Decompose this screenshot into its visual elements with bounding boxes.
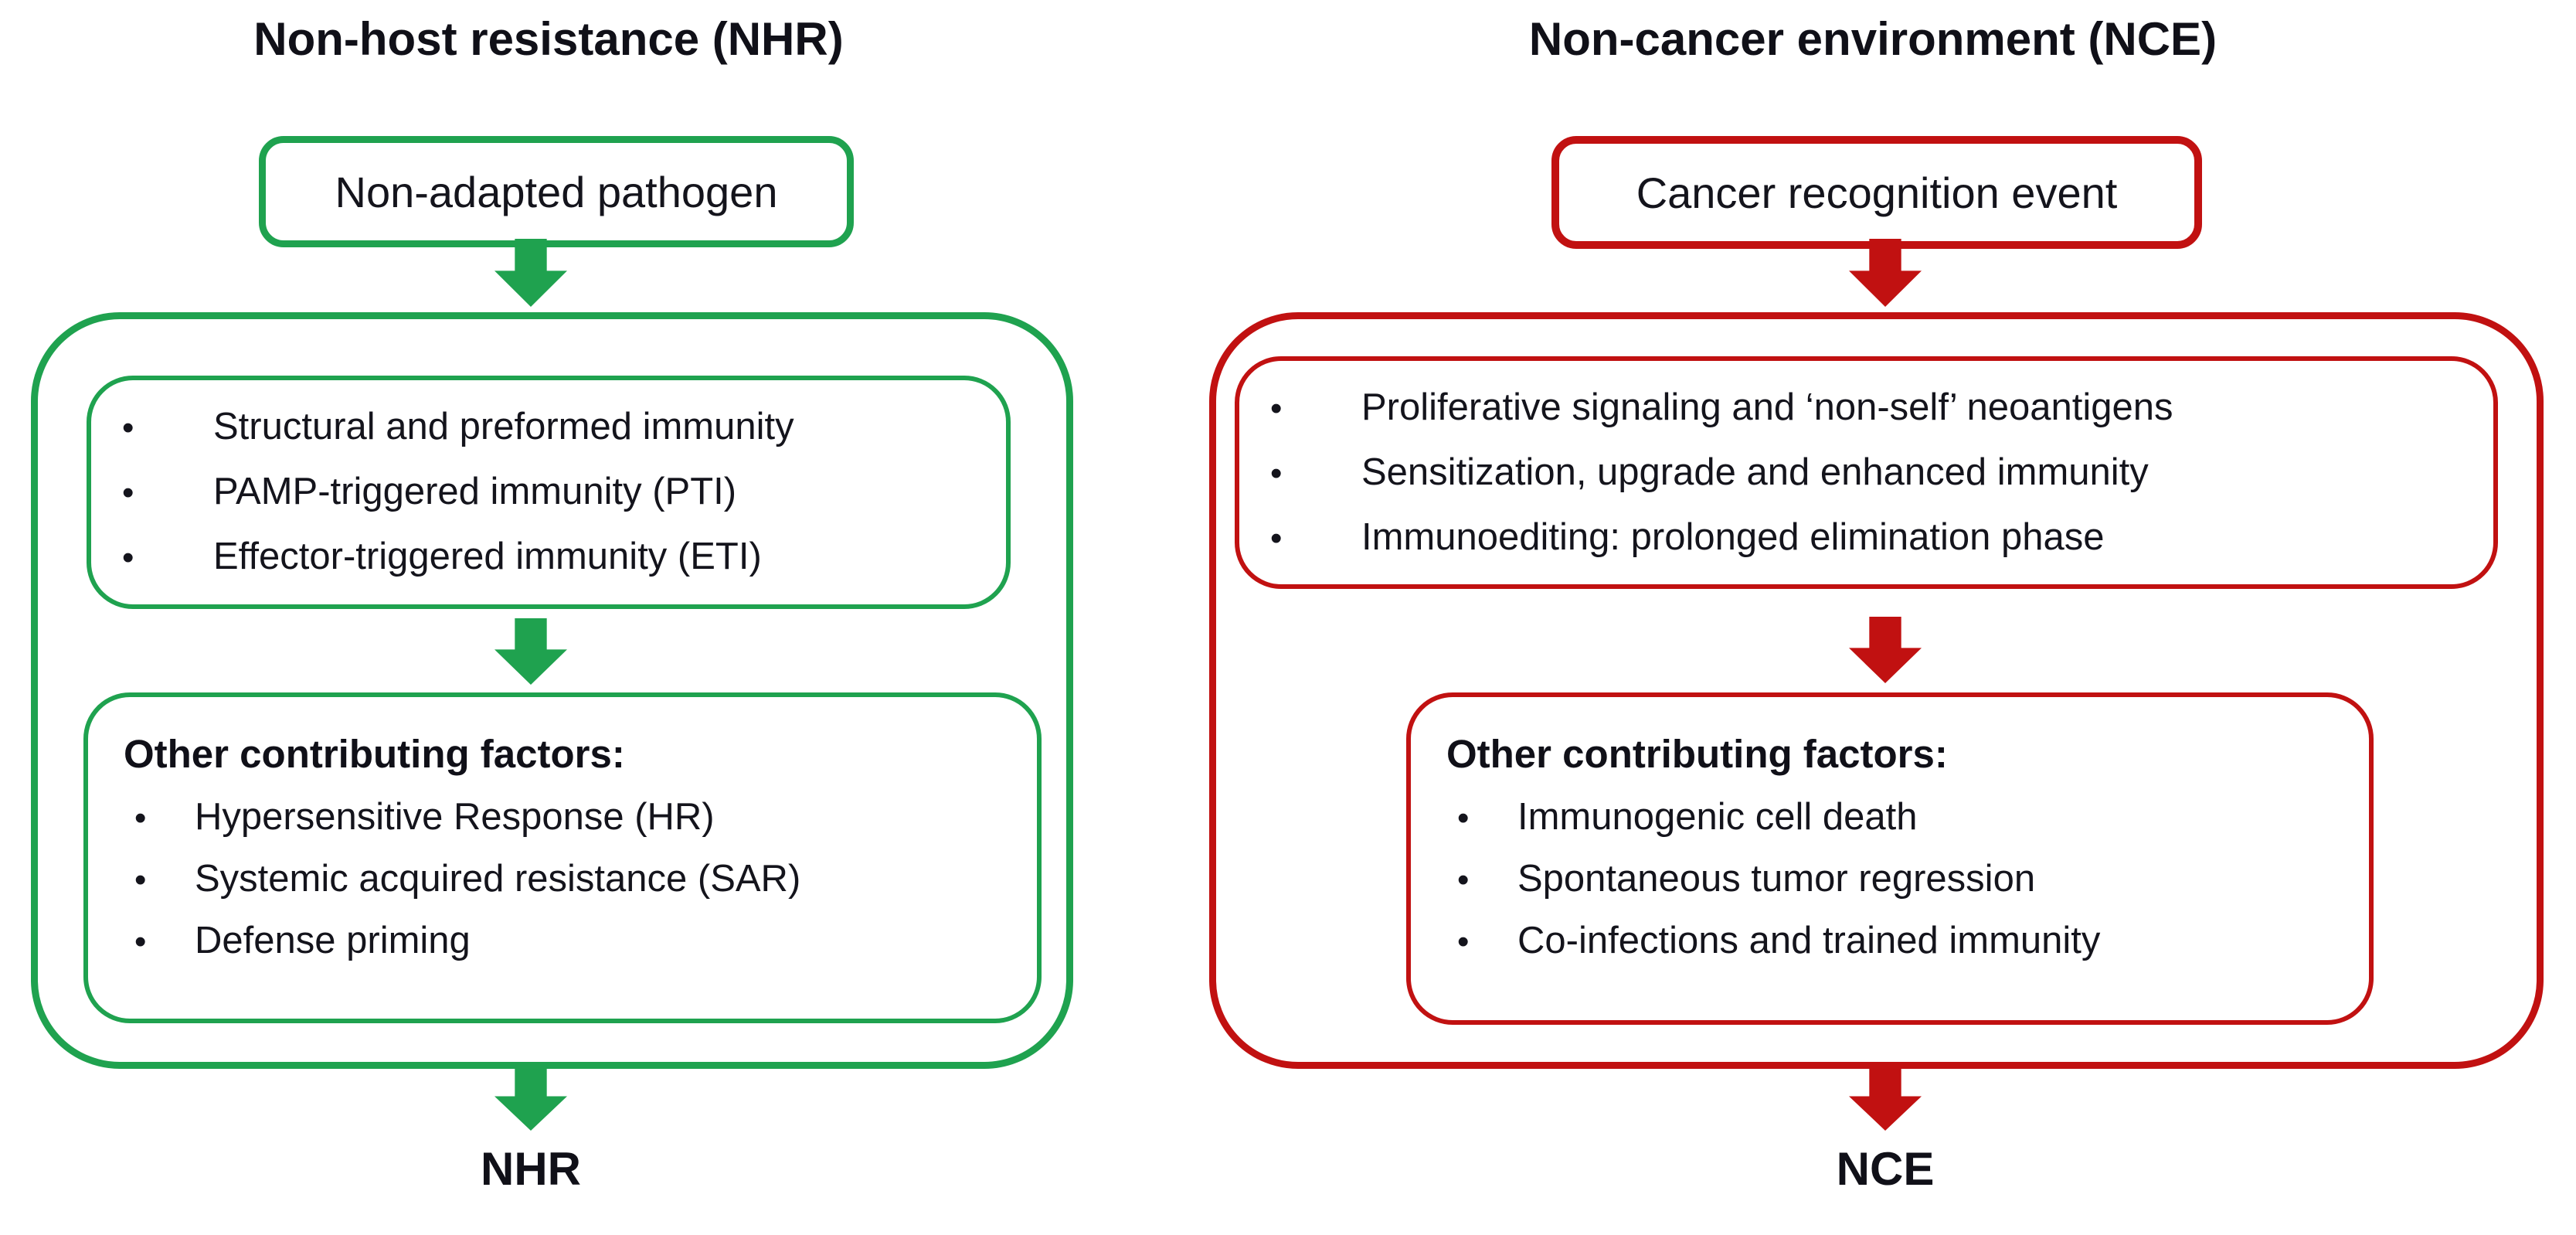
factor-text: Spontaneous tumor regression <box>1517 858 2036 900</box>
list-item: • Immunogenic cell death <box>1446 787 2353 849</box>
down-arrow-icon <box>1849 239 1922 307</box>
cancer-recognition-event-label: Cancer recognition event <box>1636 168 2118 217</box>
list-item: • Co-infections and trained immunity <box>1446 910 2353 972</box>
nhr-outcome-label: NHR <box>481 1143 581 1195</box>
down-arrow-icon <box>494 1066 567 1131</box>
mechanism-text: Effector-triggered immunity (ETI) <box>213 536 762 577</box>
mechanism-text: Immunoediting: prolonged elimination pha… <box>1361 515 2105 558</box>
bullet-icon: • <box>1457 861 1470 899</box>
list-item: • Immunoediting: prolonged elimination p… <box>1239 505 2493 570</box>
factor-text: Systemic acquired resistance (SAR) <box>195 858 801 900</box>
mechanism-text: PAMP-triggered immunity (PTI) <box>213 471 737 512</box>
nce-mechanisms-box: • Proliferative signaling and ‘non-self’… <box>1235 356 2498 589</box>
factor-text: Immunogenic cell death <box>1517 796 1918 838</box>
bullet-icon: • <box>122 474 134 512</box>
factor-text: Co-infections and trained immunity <box>1517 920 2101 961</box>
mechanism-text: Sensitization, upgrade and enhanced immu… <box>1361 451 2149 493</box>
nhr-mechanisms-list: • Structural and preformed immunity • PA… <box>91 380 1006 604</box>
list-item: • Effector-triggered immunity (ETI) <box>91 525 1006 590</box>
left-column-title: Non-host resistance (NHR) <box>253 13 844 65</box>
mechanism-text: Structural and preformed immunity <box>213 406 794 447</box>
bullet-icon: • <box>122 409 134 447</box>
factors-heading: Other contributing factors: <box>1446 732 1948 776</box>
bullet-icon: • <box>1270 519 1283 557</box>
list-item: • Structural and preformed immunity <box>91 395 1006 460</box>
nce-mechanisms-list: • Proliferative signaling and ‘non-self’… <box>1239 361 2493 584</box>
right-column-title: Non-cancer environment (NCE) <box>1528 13 2217 65</box>
bullet-icon: • <box>1270 389 1283 427</box>
list-item: • Sensitization, upgrade and enhanced im… <box>1239 441 2493 505</box>
non-adapted-pathogen-box: Non-adapted pathogen <box>259 136 854 247</box>
nce-factors-box: Other contributing factors: • Immunogeni… <box>1406 692 2374 1025</box>
bullet-icon: • <box>1457 799 1470 837</box>
cancer-recognition-event-box: Cancer recognition event <box>1551 136 2202 249</box>
list-item: • Spontaneous tumor regression <box>1446 849 2353 910</box>
down-arrow-icon <box>494 239 567 307</box>
list-item: • Hypersensitive Response (HR) <box>124 787 1021 849</box>
bullet-icon: • <box>1457 923 1470 961</box>
down-arrow-icon <box>1849 1066 1922 1131</box>
mechanism-text: Proliferative signaling and ‘non-self’ n… <box>1361 386 2173 428</box>
factor-text: Defense priming <box>195 920 471 961</box>
bullet-icon: • <box>134 923 147 961</box>
nce-factors-list: • Immunogenic cell death • Spontaneous t… <box>1446 787 2353 972</box>
nhr-mechanisms-box: • Structural and preformed immunity • PA… <box>87 376 1011 609</box>
nce-outcome-label: NCE <box>1836 1143 1935 1195</box>
list-item: • Systemic acquired resistance (SAR) <box>124 849 1021 910</box>
factor-text: Hypersensitive Response (HR) <box>195 796 715 838</box>
factors-heading: Other contributing factors: <box>124 732 625 776</box>
bullet-icon: • <box>134 799 147 837</box>
list-item: • Proliferative signaling and ‘non-self’… <box>1239 376 2493 441</box>
nhr-factors-list: • Hypersensitive Response (HR) • Systemi… <box>124 787 1021 972</box>
nhr-factors-box: Other contributing factors: • Hypersensi… <box>83 692 1042 1023</box>
bullet-icon: • <box>134 861 147 899</box>
list-item: • PAMP-triggered immunity (PTI) <box>91 460 1006 525</box>
bullet-icon: • <box>1270 454 1283 492</box>
bullet-icon: • <box>122 539 134 577</box>
non-adapted-pathogen-label: Non-adapted pathogen <box>335 167 778 216</box>
list-item: • Defense priming <box>124 910 1021 972</box>
